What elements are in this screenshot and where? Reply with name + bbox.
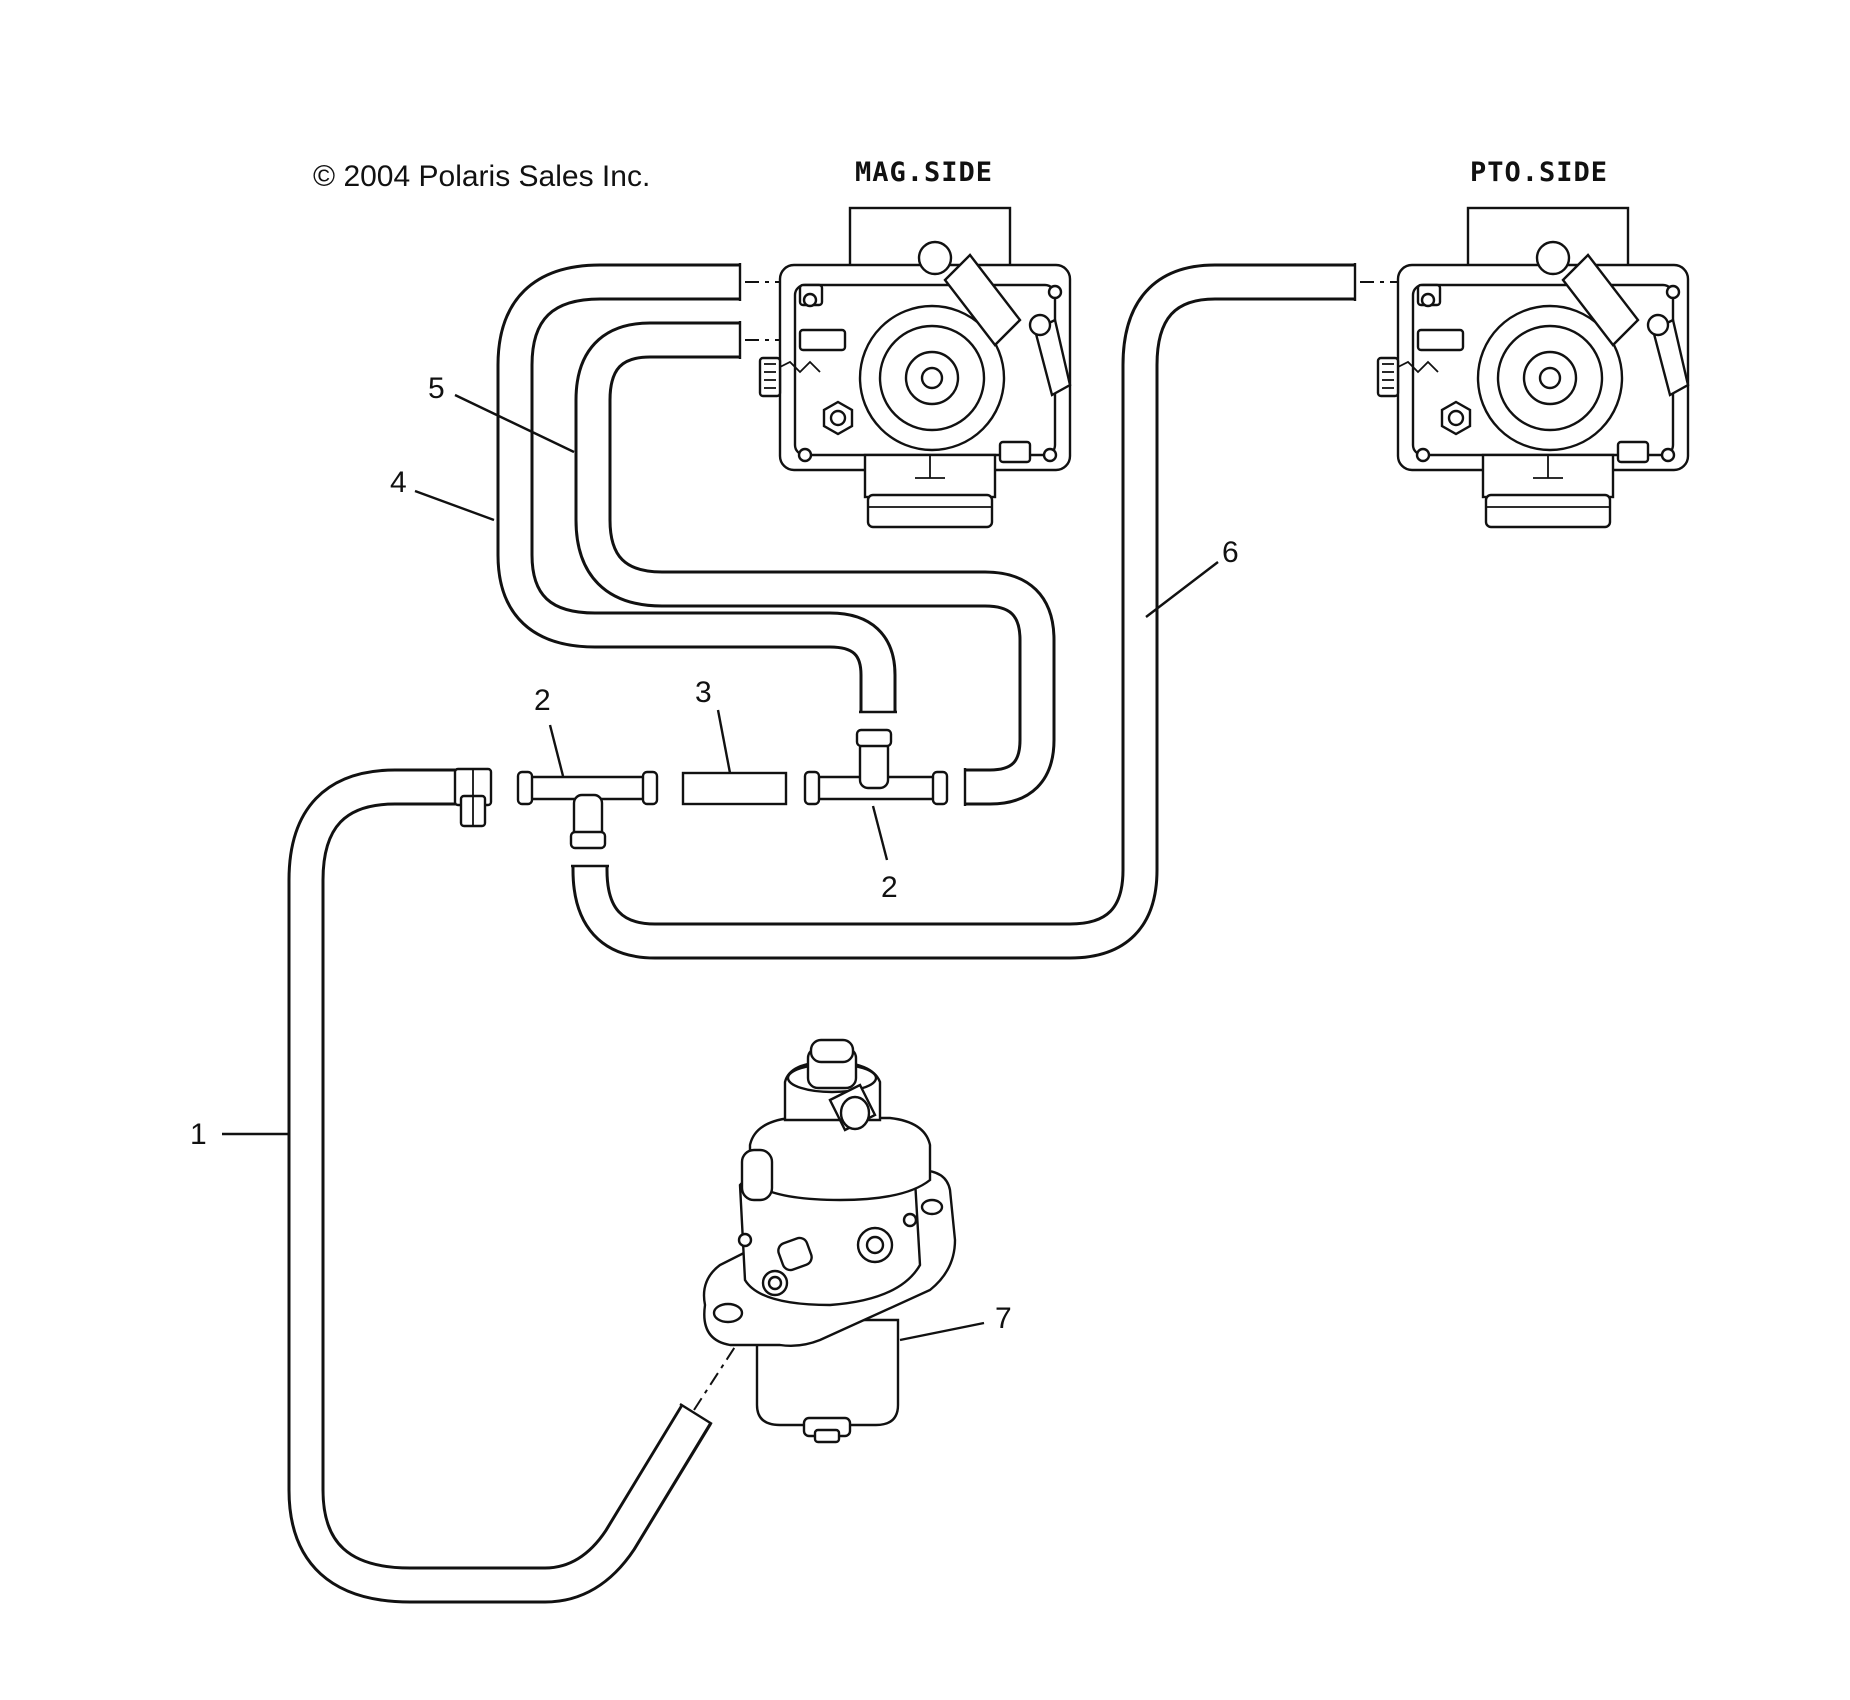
carburetor-mag [758,206,1072,529]
elbow-fitting [453,767,493,828]
hose-5 [574,321,1056,806]
callout-2-left: 2 [534,684,551,717]
mag-side-label: MAG.SIDE [855,157,993,188]
callout-1: 1 [190,1118,207,1151]
hose-1 [287,768,712,1604]
tee-connector-left [516,770,659,850]
callout-3: 3 [695,676,712,709]
pto-side-label: PTO.SIDE [1470,157,1608,188]
callout-5: 5 [428,372,445,405]
hose-6 [571,263,1357,960]
callout-2-right: 2 [881,871,898,904]
hose-4 [496,263,897,714]
callout-6: 6 [1222,536,1239,569]
fuel-pump [702,1038,957,1444]
copyright-text: © 2004 Polaris Sales Inc. [313,160,650,193]
hose-end-rims [571,263,1357,1426]
carburetor-pto [1376,206,1690,529]
tee-connector-right [803,728,949,806]
callout-7: 7 [995,1302,1012,1335]
callout-4: 4 [390,466,407,499]
callout-leaders [222,393,1219,1342]
coupler-3 [681,771,788,806]
